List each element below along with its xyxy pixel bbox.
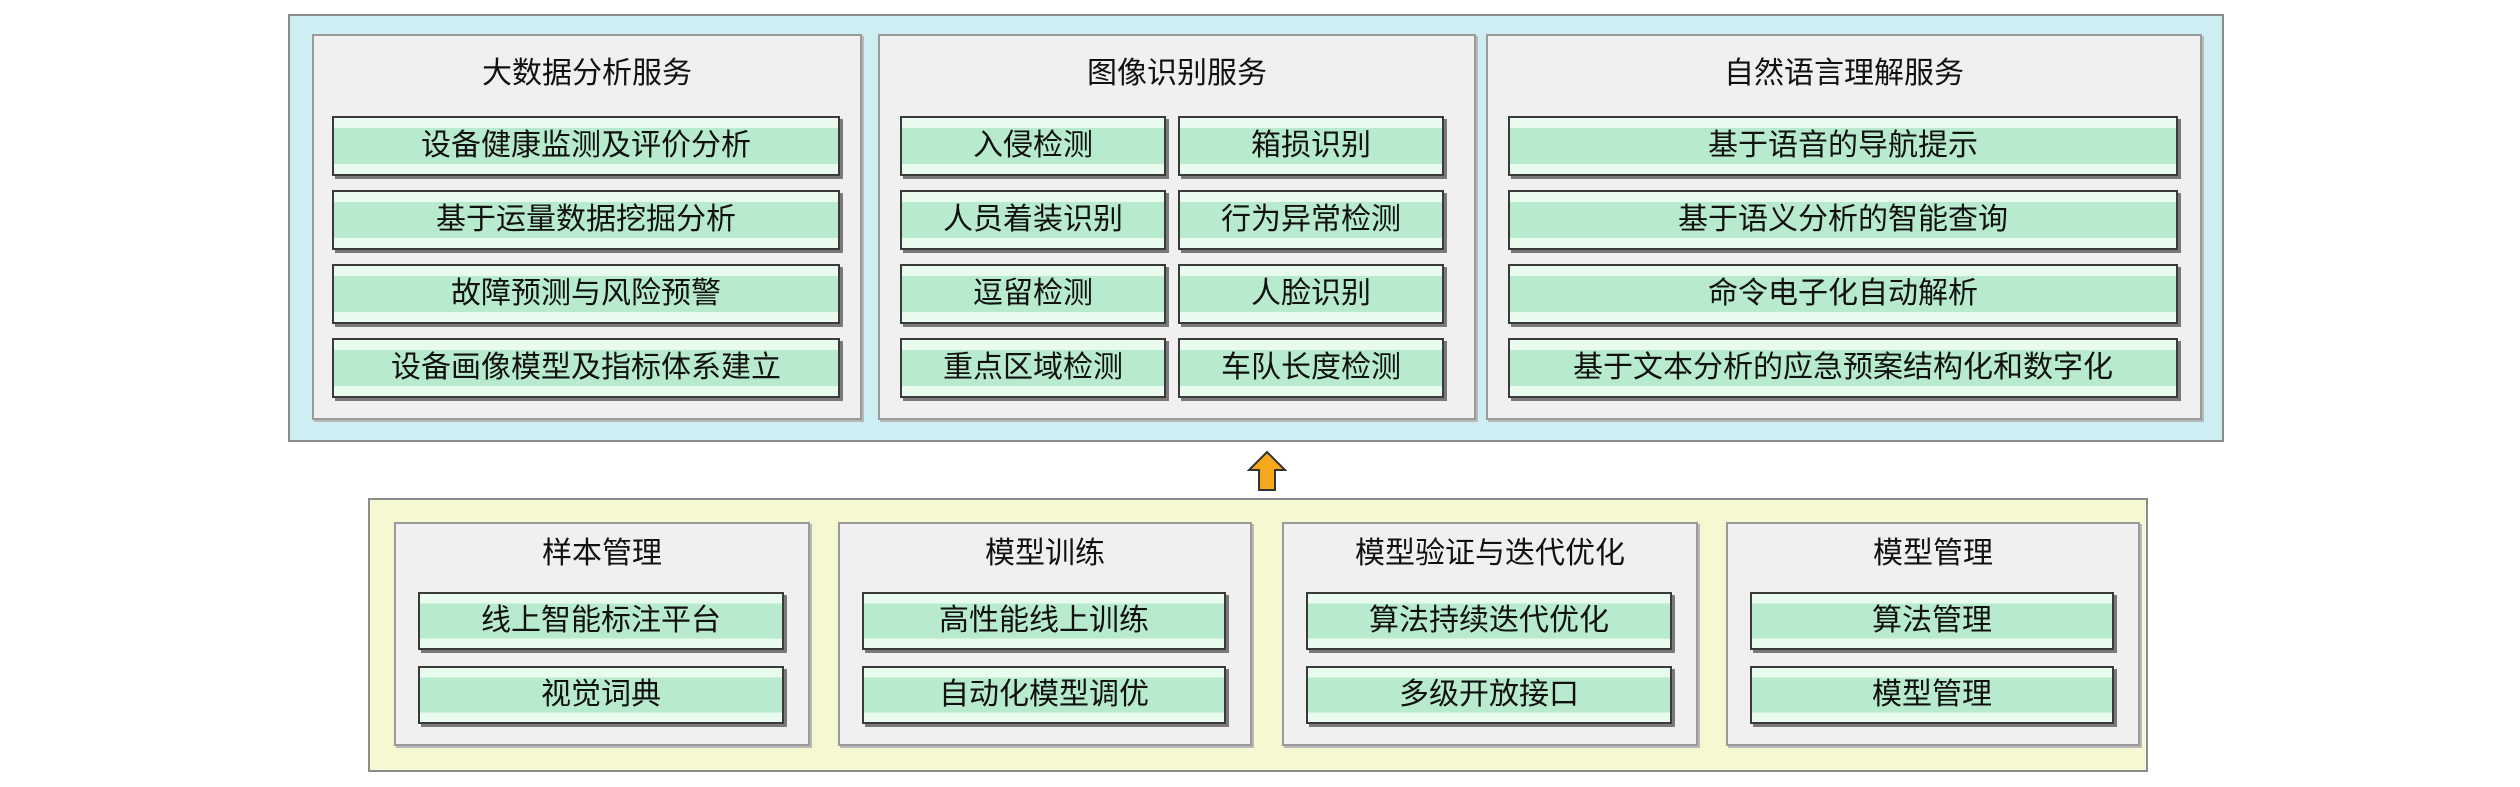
- group-model-training: 模型训练 高性能线上训练 自动化模型调优: [838, 522, 1252, 746]
- service-item: 基于文本分析的应急预案结构化和数字化: [1508, 338, 2178, 398]
- group-title: 大数据分析服务: [482, 56, 692, 91]
- service-item: 入侵检测: [900, 116, 1166, 176]
- service-item: 故障预测与风险预警: [332, 264, 840, 324]
- group-model-management: 模型管理 算法管理 模型管理: [1726, 522, 2140, 746]
- service-item: 设备健康监测及评价分析: [332, 116, 840, 176]
- module-item: 模型管理: [1750, 666, 2114, 724]
- service-item: 车队长度检测: [1178, 338, 1444, 398]
- group-title: 模型验证与迭代优化: [1355, 536, 1625, 571]
- group-title: 图像识别服务: [1087, 56, 1267, 91]
- module-item: 算法管理: [1750, 592, 2114, 650]
- module-item: 视觉词典: [418, 666, 784, 724]
- service-item: 重点区域检测: [900, 338, 1166, 398]
- group-image-recognition: 图像识别服务 入侵检测 箱损识别 人员着装识别 行为异常检测 逗留检测 人脸识别…: [878, 34, 1476, 420]
- service-item: 基于语义分析的智能查询: [1508, 190, 2178, 250]
- group-nlu: 自然语言理解服务 基于语音的导航提示 基于语义分析的智能查询 命令电子化自动解析…: [1486, 34, 2202, 420]
- service-item: 命令电子化自动解析: [1508, 264, 2178, 324]
- service-item: 行为异常检测: [1178, 190, 1444, 250]
- module-item: 算法持续迭代优化: [1306, 592, 1672, 650]
- service-item: 基于运量数据挖掘分析: [332, 190, 840, 250]
- group-title: 样本管理: [542, 536, 662, 571]
- module-item: 自动化模型调优: [862, 666, 1226, 724]
- group-sample-management: 样本管理 线上智能标注平台 视觉词典: [394, 522, 810, 746]
- module-item: 高性能线上训练: [862, 592, 1226, 650]
- module-item: 线上智能标注平台: [418, 592, 784, 650]
- group-title: 模型管理: [1873, 536, 1993, 571]
- group-big-data-analysis: 大数据分析服务 设备健康监测及评价分析 基于运量数据挖掘分析 故障预测与风险预警…: [312, 34, 862, 420]
- service-item: 人员着装识别: [900, 190, 1166, 250]
- up-arrow-icon: [1247, 450, 1287, 491]
- service-item: 箱损识别: [1178, 116, 1444, 176]
- group-title: 自然语言理解服务: [1724, 56, 1964, 91]
- service-layer-panel: 大数据分析服务 设备健康监测及评价分析 基于运量数据挖掘分析 故障预测与风险预警…: [288, 14, 2224, 442]
- service-item: 基于语音的导航提示: [1508, 116, 2178, 176]
- service-item: 设备画像模型及指标体系建立: [332, 338, 840, 398]
- module-item: 多级开放接口: [1306, 666, 1672, 724]
- service-item: 逗留检测: [900, 264, 1166, 324]
- platform-layer-panel: 样本管理 线上智能标注平台 视觉词典 模型训练 高性能线上训练 自动化模型调优 …: [368, 498, 2148, 772]
- service-item: 人脸识别: [1178, 264, 1444, 324]
- group-title: 模型训练: [985, 536, 1105, 571]
- group-model-validation: 模型验证与迭代优化 算法持续迭代优化 多级开放接口: [1282, 522, 1698, 746]
